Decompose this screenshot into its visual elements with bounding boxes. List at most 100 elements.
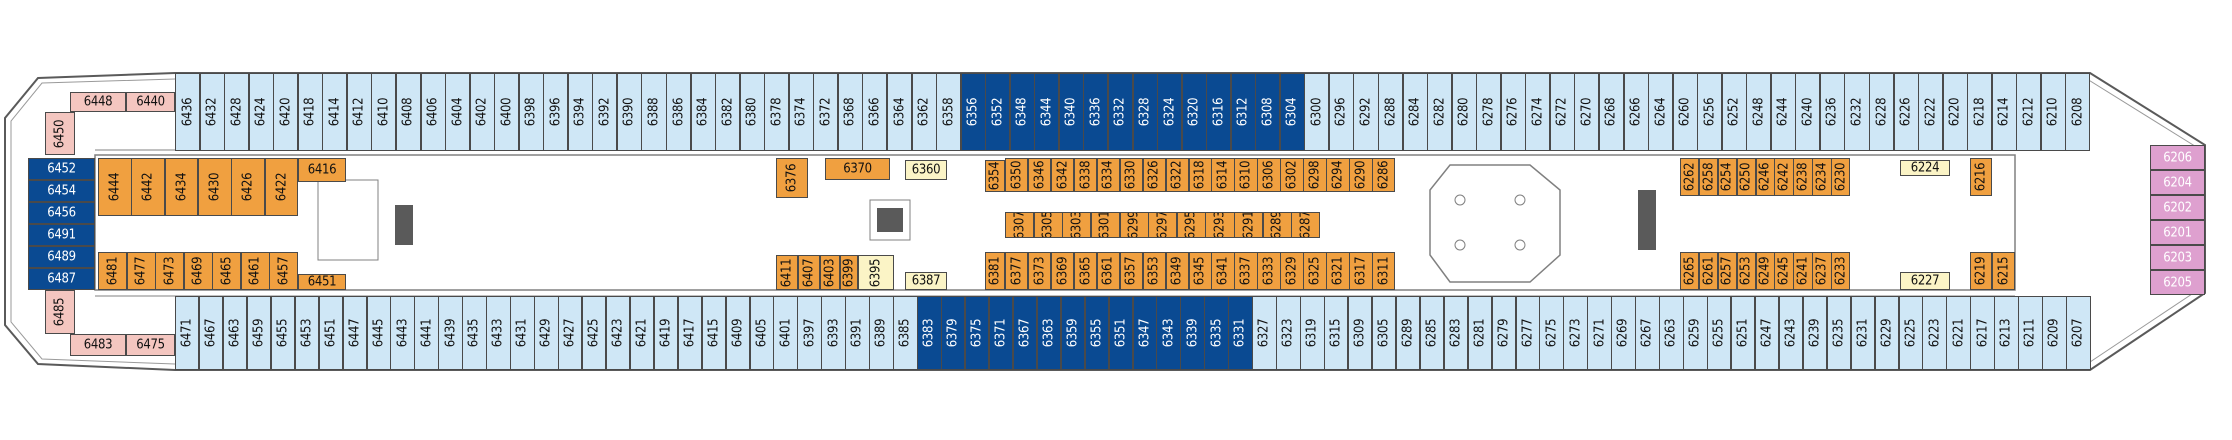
cabin[interactable]: 6471	[175, 296, 200, 370]
cabin[interactable]: 6423	[605, 296, 631, 370]
cabin[interactable]: 6216	[1970, 158, 1992, 196]
cabin[interactable]: 6412	[346, 73, 372, 151]
cabin[interactable]: 6289	[1395, 296, 1421, 370]
cabin[interactable]: 6375	[964, 296, 990, 370]
cabin[interactable]: 6357	[1119, 252, 1144, 290]
cabin[interactable]: 6368	[837, 73, 863, 151]
cabin[interactable]: 6445	[366, 296, 391, 370]
cabin[interactable]: 6378	[764, 73, 790, 151]
cabin[interactable]: 6341	[1211, 252, 1235, 290]
cabin[interactable]: 6335	[1204, 296, 1229, 370]
cabin[interactable]: 6439	[438, 296, 463, 370]
cabin[interactable]: 6359	[1060, 296, 1086, 370]
cabin[interactable]: 6241	[1793, 252, 1813, 290]
cabin[interactable]: 6309	[1347, 296, 1373, 370]
cabin[interactable]: 6392	[592, 73, 618, 151]
cabin[interactable]: 6411	[776, 255, 798, 290]
cabin[interactable]: 6281	[1467, 296, 1493, 370]
cabin[interactable]: 6295	[1176, 212, 1206, 238]
cabin[interactable]: 6451	[298, 274, 346, 290]
cabin[interactable]: 6220	[1942, 73, 1968, 151]
cabin[interactable]: 6402	[469, 73, 495, 151]
cabin[interactable]: 6217	[1970, 296, 1995, 370]
cabin[interactable]: 6247	[1754, 296, 1780, 370]
cabin[interactable]: 6203	[2150, 245, 2205, 270]
cabin[interactable]: 6391	[845, 296, 870, 370]
cabin[interactable]: 6436	[175, 73, 201, 151]
cabin[interactable]: 6225	[1898, 296, 1923, 370]
cabin[interactable]: 6385	[893, 296, 918, 370]
cabin[interactable]: 6319	[1300, 296, 1325, 370]
cabin[interactable]: 6356	[960, 73, 986, 151]
cabin[interactable]: 6256	[1697, 73, 1723, 151]
cabin[interactable]: 6264	[1648, 73, 1674, 151]
cabin[interactable]: 6321	[1326, 252, 1350, 290]
cabin[interactable]: 6302	[1280, 158, 1304, 192]
cabin[interactable]: 6434	[164, 158, 199, 216]
cabin[interactable]: 6370	[825, 158, 890, 180]
cabin[interactable]: 6282	[1427, 73, 1453, 151]
cabin[interactable]: 6448	[70, 92, 126, 112]
cabin[interactable]: 6240	[1795, 73, 1821, 151]
cabin[interactable]: 6383	[917, 296, 942, 370]
cabin[interactable]: 6305	[1033, 212, 1063, 238]
cabin[interactable]: 6372	[813, 73, 839, 151]
cabin[interactable]: 6232	[1844, 73, 1870, 151]
cabin[interactable]: 6360	[905, 160, 947, 180]
cabin[interactable]: 6352	[985, 73, 1011, 151]
cabin[interactable]: 6288	[1378, 73, 1404, 151]
cabin[interactable]: 6332	[1107, 73, 1133, 151]
cabin[interactable]: 6204	[2150, 170, 2205, 195]
cabin[interactable]: 6296	[1328, 73, 1354, 151]
cabin[interactable]: 6451	[318, 296, 344, 370]
cabin[interactable]: 6252	[1721, 73, 1747, 151]
cabin[interactable]: 6348	[1009, 73, 1035, 151]
cabin[interactable]: 6308	[1255, 73, 1281, 151]
cabin[interactable]: 6307	[1005, 212, 1035, 238]
cabin[interactable]: 6452	[28, 158, 95, 180]
cabin[interactable]: 6390	[616, 73, 642, 151]
cabin[interactable]: 6401	[773, 296, 798, 370]
cabin[interactable]: 6400	[494, 73, 520, 151]
cabin[interactable]: 6230	[1831, 158, 1851, 196]
cabin[interactable]: 6297	[1148, 212, 1178, 238]
cabin[interactable]: 6336	[1083, 73, 1109, 151]
cabin[interactable]: 6374	[788, 73, 814, 151]
cabin[interactable]: 6364	[886, 73, 913, 151]
cabin[interactable]: 6284	[1402, 73, 1428, 151]
cabin[interactable]: 6340	[1058, 73, 1084, 151]
cabin[interactable]: 6414	[322, 73, 348, 151]
cabin[interactable]: 6274	[1525, 73, 1551, 151]
cabin[interactable]: 6221	[1946, 296, 1971, 370]
cabin[interactable]: 6404	[445, 73, 471, 151]
cabin[interactable]: 6329	[1280, 252, 1304, 290]
cabin[interactable]: 6305	[1371, 296, 1397, 370]
cabin[interactable]: 6224	[1900, 160, 1950, 176]
cabin[interactable]: 6276	[1500, 73, 1526, 151]
cabin[interactable]: 6346	[1027, 158, 1052, 192]
cabin[interactable]: 6292	[1353, 73, 1379, 151]
cabin[interactable]: 6349	[1165, 252, 1190, 290]
cabin[interactable]: 6239	[1802, 296, 1828, 370]
cabin[interactable]: 6246	[1755, 158, 1775, 196]
cabin[interactable]: 6361	[1096, 252, 1121, 290]
cabin[interactable]: 6214	[1991, 73, 2017, 151]
cabin[interactable]: 6481	[98, 252, 128, 290]
cabin[interactable]: 6325	[1303, 252, 1327, 290]
cabin[interactable]: 6343	[1156, 296, 1181, 370]
cabin[interactable]: 6268	[1598, 73, 1625, 151]
cabin[interactable]: 6266	[1623, 73, 1649, 151]
cabin[interactable]: 6429	[534, 296, 559, 370]
cabin[interactable]: 6229	[1874, 296, 1899, 370]
cabin[interactable]: 6213	[1994, 296, 2019, 370]
cabin[interactable]: 6485	[45, 290, 75, 334]
cabin[interactable]: 6353	[1142, 252, 1167, 290]
cabin[interactable]: 6243	[1778, 296, 1804, 370]
cabin[interactable]: 6432	[199, 73, 225, 151]
cabin[interactable]: 6461	[240, 252, 270, 290]
cabin[interactable]: 6382	[715, 73, 741, 151]
cabin[interactable]: 6249	[1755, 252, 1775, 290]
cabin[interactable]: 6395	[858, 255, 894, 290]
cabin[interactable]: 6447	[342, 296, 367, 370]
cabin[interactable]: 6331	[1228, 296, 1253, 370]
